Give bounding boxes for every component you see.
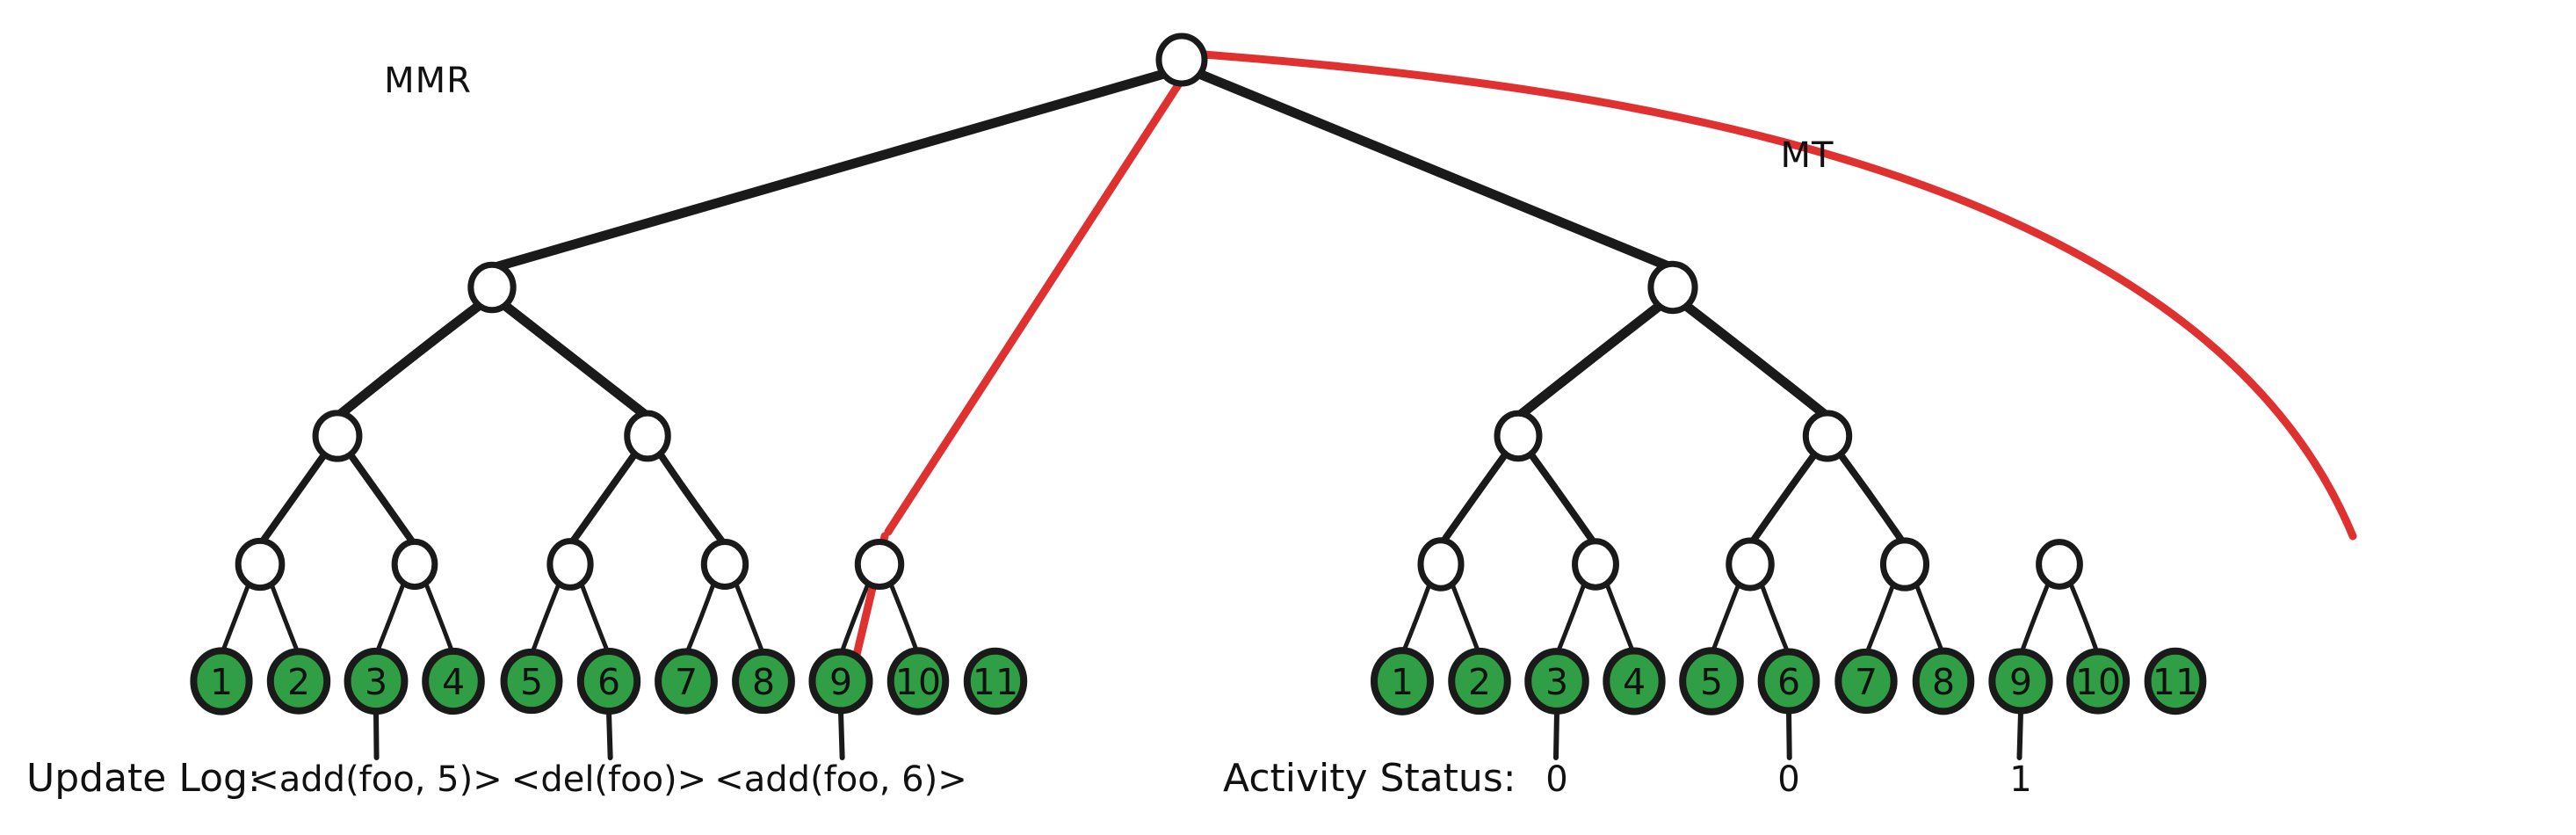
leaf-label: 5 bbox=[1700, 661, 1723, 703]
leaf-node[interactable]: 3 bbox=[1524, 648, 1589, 715]
leaf-label: 6 bbox=[597, 661, 620, 703]
internal-node bbox=[1572, 538, 1619, 591]
root-node bbox=[1155, 33, 1208, 87]
edges-layer bbox=[219, 69, 2101, 657]
internal-node bbox=[1417, 537, 1465, 592]
leaf-label: 4 bbox=[442, 661, 465, 703]
leaf-label: 6 bbox=[1777, 661, 1800, 703]
leaf-label: 4 bbox=[1623, 661, 1646, 703]
internal-node bbox=[700, 539, 749, 590]
leaf-label: 1 bbox=[210, 661, 233, 703]
leaf-label: 2 bbox=[287, 661, 310, 703]
leaf-node[interactable]: 1 bbox=[1370, 647, 1435, 715]
leaf-node[interactable]: 11 bbox=[963, 647, 1028, 715]
leaf-node[interactable]: 2 bbox=[1448, 647, 1511, 715]
leaf-label: 10 bbox=[895, 661, 941, 703]
leaf-label: 11 bbox=[2153, 661, 2198, 703]
leaf-label: 5 bbox=[520, 661, 543, 703]
leaf-node[interactable]: 10 bbox=[2066, 648, 2131, 715]
leaf-label: 3 bbox=[1545, 661, 1568, 703]
leaf-node[interactable]: 6 bbox=[576, 647, 641, 715]
leaf-label: 1 bbox=[1391, 661, 1414, 703]
status-entry-1: 0 bbox=[1545, 759, 1567, 800]
tree-label-mt: MT bbox=[1781, 135, 1834, 176]
leaf-label: 3 bbox=[365, 661, 387, 703]
leaf-node[interactable]: 8 bbox=[1912, 647, 1975, 715]
status-entry-2: 0 bbox=[1777, 759, 1799, 800]
leaf-node[interactable]: 7 bbox=[655, 648, 718, 715]
internal-node bbox=[546, 538, 594, 591]
annotation-stem bbox=[1552, 709, 1559, 760]
text-layer: MMR MT Update Log: Activity Status: bbox=[26, 61, 1834, 801]
leaf-label: 10 bbox=[2075, 661, 2121, 703]
annotation-stem bbox=[606, 709, 613, 760]
internal-node bbox=[2036, 539, 2083, 590]
tree-label-mmr: MMR bbox=[384, 61, 472, 101]
internal-node bbox=[624, 410, 671, 462]
leaf-node[interactable]: 4 bbox=[422, 647, 485, 715]
internal-node bbox=[1726, 537, 1775, 592]
red-parent-to-root bbox=[884, 76, 1185, 536]
internal-node bbox=[1879, 537, 1930, 592]
status-entry-3: 1 bbox=[2009, 759, 2031, 800]
internal-node bbox=[1494, 410, 1543, 462]
annotation-stem bbox=[2016, 709, 2023, 760]
internal-node bbox=[1802, 410, 1853, 462]
leaf-label: 9 bbox=[829, 661, 852, 703]
leaf-label: 2 bbox=[1468, 661, 1491, 703]
internal-node bbox=[1647, 260, 1698, 315]
leaf-node[interactable]: 7 bbox=[1834, 648, 1898, 715]
log-entry-3: <add(foo, 6)> bbox=[714, 759, 966, 800]
red-root-to-mt bbox=[1199, 50, 2357, 541]
leaf-label: 7 bbox=[675, 661, 698, 703]
internal-nodes-layer bbox=[235, 33, 2083, 592]
leaf-label: 9 bbox=[2009, 661, 2032, 703]
annotation-stem bbox=[838, 709, 845, 760]
internal-node bbox=[312, 410, 363, 462]
activity-status-title: Activity Status: bbox=[1223, 756, 1516, 801]
log-entry-1: <add(foo, 5)> bbox=[250, 759, 502, 800]
leaf-label: 11 bbox=[973, 661, 1018, 703]
leaf-node[interactable]: 5 bbox=[500, 648, 563, 715]
leaf-label: 7 bbox=[1855, 661, 1878, 703]
leaf-node[interactable]: 9 bbox=[808, 648, 873, 715]
leaf-node[interactable]: 10 bbox=[886, 647, 950, 715]
internal-node bbox=[467, 261, 517, 314]
leaf-node[interactable]: 4 bbox=[1603, 647, 1666, 715]
leaf-node[interactable]: 6 bbox=[1757, 648, 1820, 715]
annotation-stem bbox=[1786, 709, 1792, 760]
leaf-node[interactable]: 8 bbox=[732, 648, 795, 715]
leaf-node[interactable]: 2 bbox=[266, 648, 331, 715]
leaf-node[interactable]: 9 bbox=[1988, 648, 2053, 715]
annotation-stem bbox=[373, 709, 380, 760]
internal-node bbox=[391, 538, 438, 591]
leaf-node[interactable]: 3 bbox=[344, 647, 409, 715]
log-entry-2: <del(foo)> bbox=[511, 759, 706, 800]
leaf-node[interactable]: 1 bbox=[190, 647, 253, 715]
leaf-node[interactable]: 11 bbox=[2144, 647, 2207, 715]
leaf-node[interactable]: 5 bbox=[1679, 647, 1744, 715]
leaf-label: 8 bbox=[752, 661, 775, 703]
annotation-stems-layer: <add(foo, 5)><del(foo)><add(foo, 6)> 0 0 1 bbox=[250, 709, 2032, 800]
internal-node bbox=[235, 537, 286, 592]
internal-node bbox=[854, 538, 905, 591]
leaf-label: 8 bbox=[1932, 661, 1955, 703]
update-log-title: Update Log: bbox=[26, 756, 261, 801]
